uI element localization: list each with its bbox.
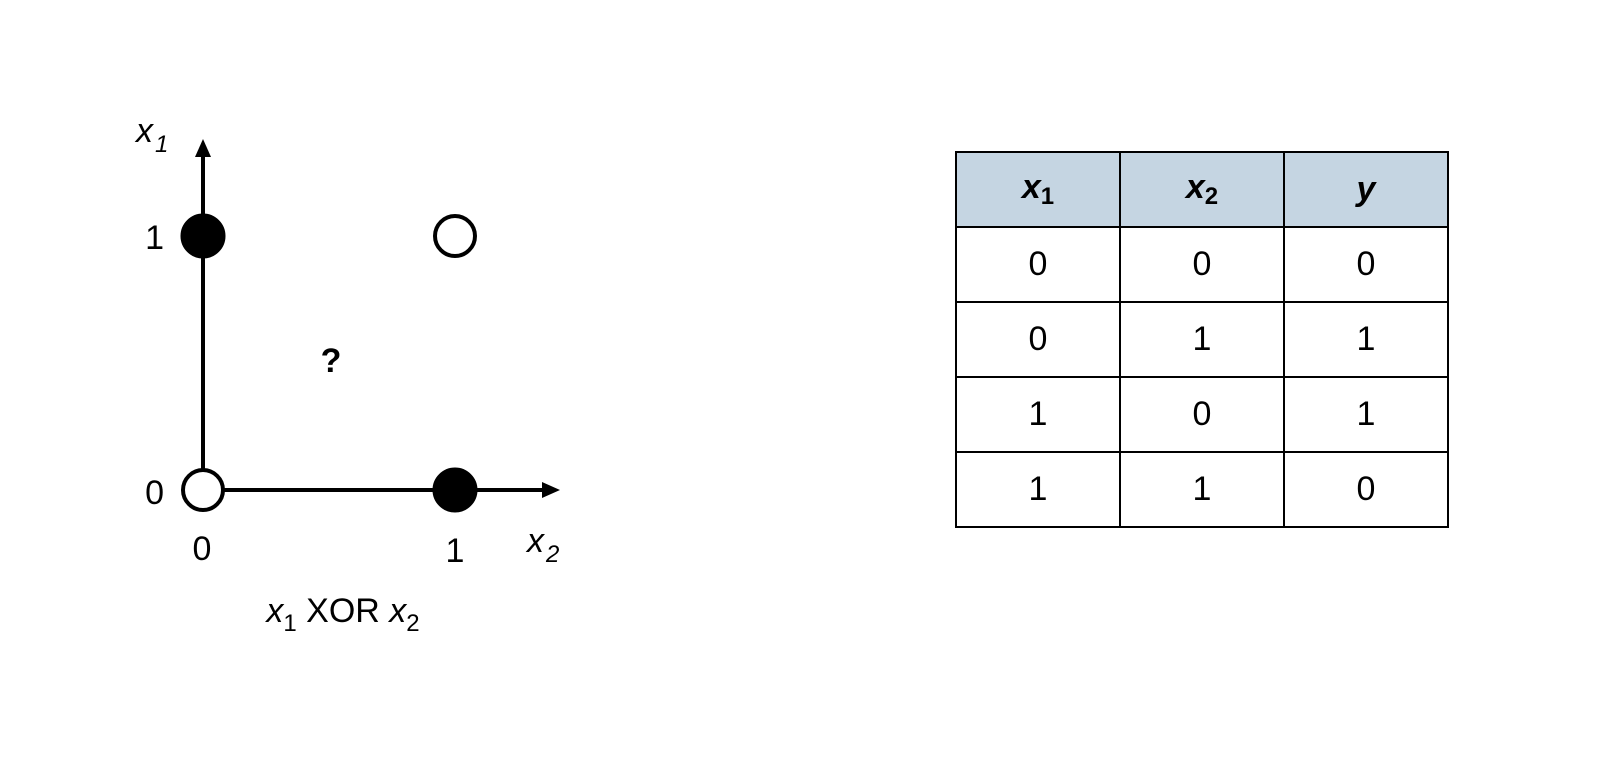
cell: 1 — [1119, 451, 1285, 528]
cell: 0 — [1119, 226, 1285, 303]
x-tick-1: 1 — [446, 532, 465, 570]
header-y: y — [1283, 151, 1449, 228]
x-tick-0: 0 — [193, 530, 212, 568]
y-axis-label: x1 — [134, 112, 168, 158]
filled-point — [180, 213, 226, 259]
cell: 0 — [1283, 226, 1449, 303]
cell: 1 — [1283, 301, 1449, 378]
y-tick-1: 1 — [145, 219, 164, 257]
y-tick-0: 0 — [145, 474, 164, 512]
x-axis-label: x2 — [525, 522, 559, 568]
header-x2: x2 — [1119, 151, 1285, 228]
question-mark: ? — [321, 342, 342, 380]
cell: 0 — [955, 226, 1121, 303]
y-axis-arrow-icon — [195, 139, 211, 157]
x-axis-arrow-icon — [542, 482, 560, 498]
cell: 1 — [1119, 301, 1285, 378]
cell: 0 — [1283, 451, 1449, 528]
cell: 0 — [1119, 376, 1285, 453]
open-point — [181, 468, 225, 512]
open-point — [433, 214, 477, 258]
cell: 1 — [1283, 376, 1449, 453]
cell: 0 — [955, 301, 1121, 378]
cell: 1 — [955, 451, 1121, 528]
cell: 1 — [955, 376, 1121, 453]
caption: x1 XOR x2 — [264, 592, 419, 637]
header-x1: x1 — [955, 151, 1121, 228]
filled-point — [432, 467, 478, 513]
